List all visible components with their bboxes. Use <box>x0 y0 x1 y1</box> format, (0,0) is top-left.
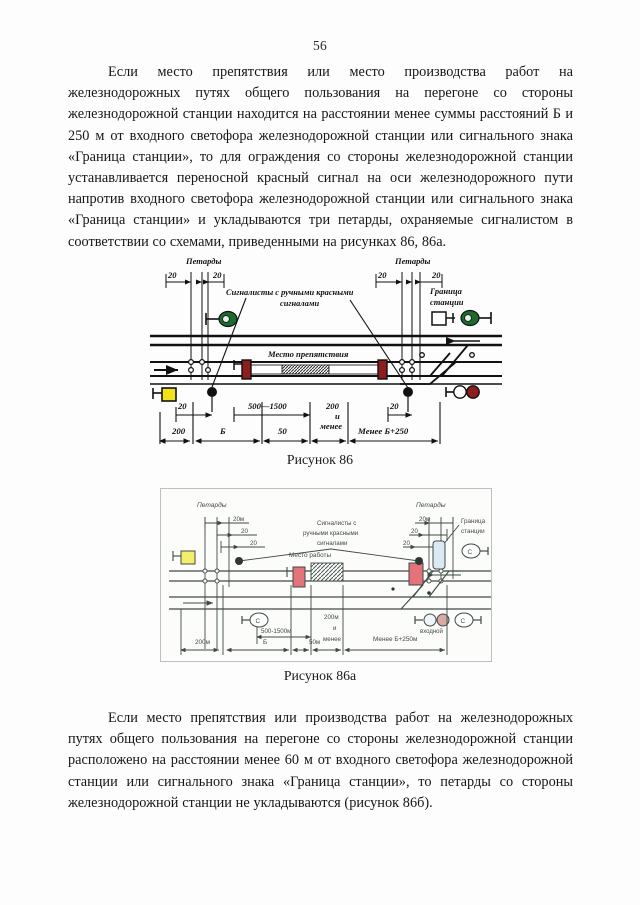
figure86a-dim-20-left-b: 20 <box>241 528 248 535</box>
figure86-station-border-sign <box>431 311 455 326</box>
figure86a-dim-20-left-c: 20 <box>250 540 257 547</box>
figure86-dim-B: Б <box>219 426 226 436</box>
figure86a-dim-20m-right: 20м <box>419 516 430 523</box>
figure86-green-signal-right <box>460 309 492 327</box>
figure86a-label-petardy-left: Петарды <box>197 501 227 509</box>
figure86-dim-200-menee: менее <box>319 421 342 431</box>
figure-86a: Петарды Петарды 20м 20 20 <box>160 488 492 662</box>
figure86-dim-20-right-a: 20 <box>377 270 387 280</box>
figure86a-label-signalmen-3: сигналами <box>317 540 348 547</box>
figure86-label-signalmen-2: сигналами <box>280 299 320 308</box>
figure86a-switch-dot-b <box>427 591 431 595</box>
figure-86a-caption: Рисунок 86а <box>283 668 357 683</box>
figure86a-signal-letter-left: С <box>241 612 269 628</box>
figure86a-label-entry-signal: входной <box>420 628 443 635</box>
figure86a-red-marker-left <box>286 566 306 588</box>
figure86-dim-500-1500: 500—1500 <box>248 401 287 411</box>
figure86-dim-200-i: и <box>335 411 340 421</box>
figure86a-station-border-marker <box>432 540 446 570</box>
figure86-label-petardy-right: Петарды <box>394 256 430 266</box>
figure86-dim-20-base: 20 <box>389 401 399 411</box>
figure86a-label-station-border-2: станции <box>461 528 485 535</box>
figure86-obstruction-zone <box>328 364 382 375</box>
svg-text:С: С <box>256 618 261 625</box>
figure86-label-obstruction: Место препятствия <box>267 349 349 359</box>
figure86a-dim-menee-b250m: Менее Б+250м <box>373 636 417 643</box>
figure86a-label-signalmen-1: Сигналисты с <box>317 520 356 527</box>
figure86-entry-signal <box>445 385 480 399</box>
figure86-label-station-border-1: Граница <box>429 286 463 296</box>
figure86a-signalman-left <box>235 557 243 565</box>
figure86-label-signalmen: Сигналисты с ручными красными <box>226 288 354 297</box>
figure86a-label-petardy-right: Петарды <box>416 501 446 509</box>
figure86a-turnout <box>400 570 461 610</box>
figure86-switch-point-b <box>469 352 475 358</box>
figure86a-dim-20m-left: 20м <box>233 516 244 523</box>
figure86a-entry-signal <box>414 613 450 627</box>
figure86a-dim-500-1500m: 500-1500м <box>261 628 291 635</box>
figure86-label-station-border-2: станции <box>430 297 464 307</box>
figure86-signalman-right <box>403 387 413 397</box>
figure86a-dim-200m-3: менее <box>323 636 342 643</box>
figure86a-red-marker-right <box>408 562 424 586</box>
figure86-dim-menee-b250: Менее Б+250 <box>357 426 409 436</box>
figure86a-dim-200m-1: 200м <box>324 614 339 621</box>
paragraph-first: Если место препятствия или место произво… <box>68 64 573 250</box>
figure86-yellow-sign <box>152 387 177 402</box>
figure86a-dim-20-right-c: 20 <box>403 540 410 547</box>
figure86-dim-20-left-a: 20 <box>167 270 177 280</box>
figure86-switch-point-a <box>419 352 425 358</box>
figure86-red-portable-signal-left <box>233 359 252 380</box>
figure86-green-signal-left <box>205 310 238 328</box>
figure86-dim-20-right-b: 20 <box>431 270 441 280</box>
figure86-dim-50: 50 <box>278 426 287 436</box>
figure86-obstruction-zone-left <box>249 364 283 375</box>
figure86-label-petardy-left: Петарды <box>185 256 221 266</box>
page-number: 56 <box>312 38 328 53</box>
figure86a-dim-200m-2: и <box>333 625 337 632</box>
figure86a-station-border-leader <box>442 524 460 546</box>
figure-86: Петарды Петарды 20 20 20 20 <box>150 252 502 444</box>
figure86a-yellow-marker <box>172 550 196 565</box>
figure86-dim-20-left-b: 20 <box>212 270 222 280</box>
figure86a-label-station-border-1: Граница <box>461 518 486 525</box>
figure86a-signal-letter-upper: С <box>461 543 489 559</box>
figure86-dim-20-mid: 20 <box>177 401 187 411</box>
figure86a-dim-20-right-b: 20 <box>411 528 418 535</box>
figure86a-work-site-hatch <box>310 562 344 582</box>
figure86-signalman-left <box>207 387 217 397</box>
figure-86-caption: Рисунок 86 <box>286 452 354 467</box>
figure86a-dim-B: Б <box>263 639 267 646</box>
figure86-red-portable-signal-right <box>377 359 388 380</box>
figure86-dim-200-base: 200 <box>171 426 186 436</box>
figure86a-signalman-right <box>415 557 423 565</box>
svg-text:С: С <box>461 618 466 625</box>
figure86a-label-signalmen-2: ручными красными <box>303 530 359 537</box>
figure86a-signal-letter-far-right: С <box>454 612 482 628</box>
figure86-dim-200: 200 <box>325 401 340 411</box>
figure86a-label-work-site: Место работы <box>289 551 331 559</box>
figure86a-dim-200m-left: 200м <box>195 639 210 646</box>
figure86a-dim-50m: 50м <box>309 639 320 646</box>
svg-text:С: С <box>468 549 473 556</box>
figure86-turnout <box>400 344 469 385</box>
paragraph-second: Если место препятствия или производства … <box>68 710 573 811</box>
figure86a-switch-dot-a <box>391 587 395 591</box>
figure86-obstruction-hatch <box>281 364 330 375</box>
